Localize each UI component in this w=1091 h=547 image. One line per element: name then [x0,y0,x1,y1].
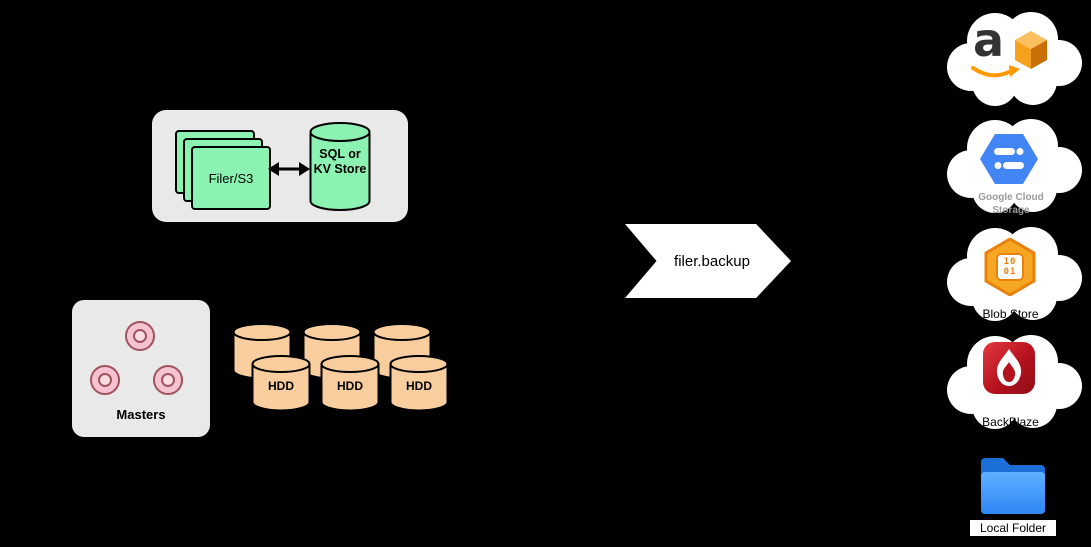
bidirectional-arrow-shape [268,162,310,176]
folder-icon [981,458,1045,514]
cylinder-shape [320,355,380,412]
cylinder-shape [389,355,449,412]
target-amazon-s3-cloud: a [933,5,1088,110]
blob-hexagon-shape [984,237,1036,297]
google-cloud-storage-icon [980,134,1038,184]
local-folder-label: Local Folder [970,520,1056,536]
master-node-core [161,373,175,387]
hdd-cylinder: HDD [388,355,450,413]
google-cloud-storage-label: Google Cloud Storage [978,192,1044,216]
blob-store-label: Blob Store [982,307,1039,321]
master-node-core [98,373,112,387]
blob-store-icon: 10 01 [984,237,1036,297]
master-node [153,365,183,395]
cylinder-shape [251,355,311,412]
aws-smile-icon [971,65,1020,78]
blob-binary-line: 10 [1003,256,1017,267]
hdd-cylinder: HDD [250,355,312,413]
hdd-label: HDD [268,379,294,393]
target-local-folder [975,448,1051,516]
master-node-core [133,329,147,343]
aws-cube-icon [1015,31,1047,69]
hdd-label: HDD [337,379,363,393]
hdd-cylinder: HDD [319,355,381,413]
filer-backup-arrow: filer.backup [625,224,791,298]
target-google-cloud-storage-cloud: Google Cloud Storage [933,112,1088,217]
masters-label: Masters [116,407,166,422]
filer-label: Filer/S3 [208,170,254,186]
target-blob-store-cloud: 10 01 Blob Store [933,220,1088,325]
cylinder-shape [309,122,371,211]
filer-backup-label: filer.backup [674,252,750,270]
backblaze-icon [983,342,1035,394]
target-backblaze-cloud: BackBlaze [933,328,1088,433]
master-node [125,321,155,351]
aws-letter: a [973,13,1005,67]
hdd-label: HDD [406,379,432,393]
kv-store-node: SQL or KV Store [308,121,372,213]
filer-cluster-panel: Filer/S3 SQL or KV Store [152,110,408,222]
kv-store-label: SQL or KV Store [313,147,367,176]
backblaze-label: BackBlaze [982,415,1039,429]
bidirectional-arrow-icon [268,158,310,185]
backblaze-flame-shape [996,349,1022,386]
master-node [90,365,120,395]
blob-binary-line: 01 [1003,267,1017,277]
aws-logo-icon: a [971,17,1051,89]
master-cluster-panel: Masters [72,300,210,437]
filer-node: Filer/S3 [191,146,271,210]
blob-binary-text: 10 01 [997,254,1023,280]
